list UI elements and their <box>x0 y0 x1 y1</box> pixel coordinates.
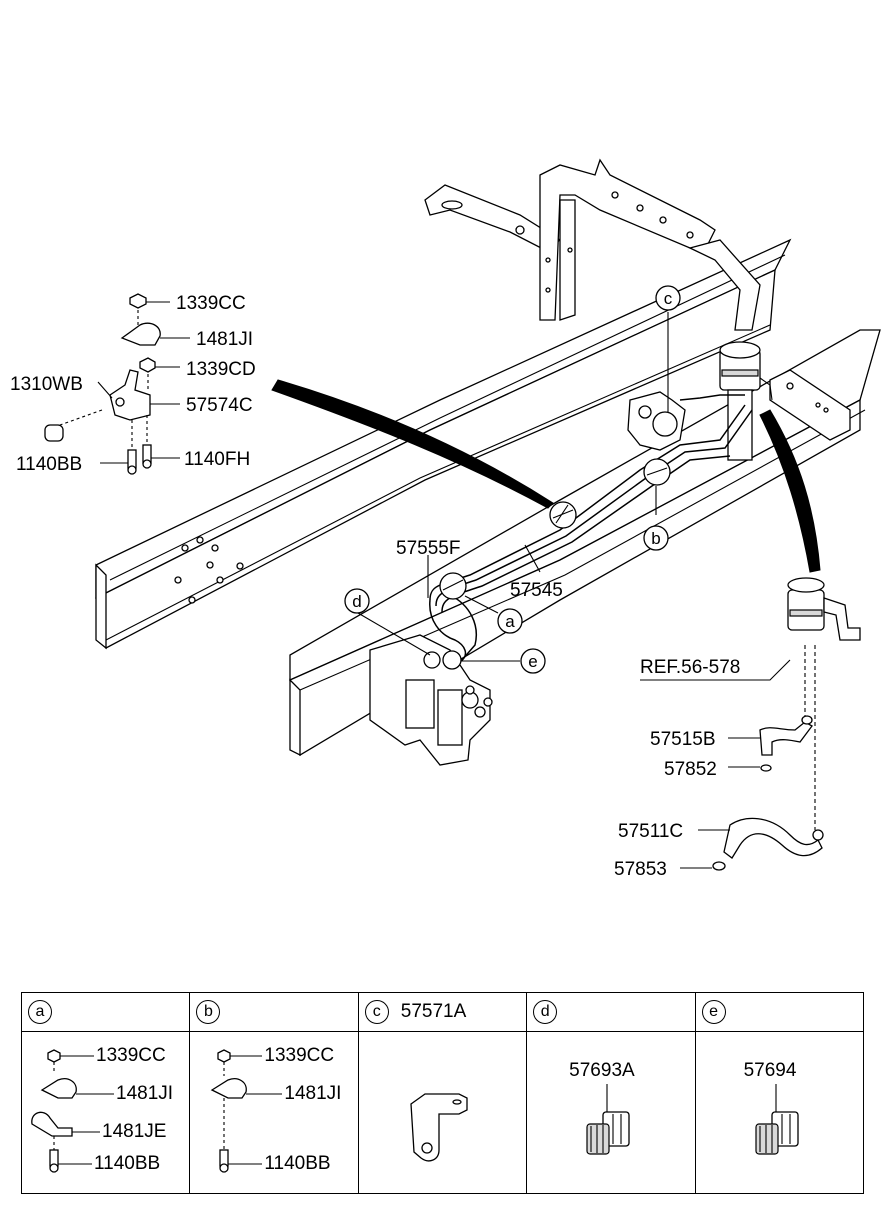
label-57545: 57545 <box>510 580 563 601</box>
callout-e: e <box>520 648 546 674</box>
legend-cell-a: 1339CC 1481JI 1481JE 1140BB <box>20 1031 191 1194</box>
legend-header-b: b <box>189 992 359 1032</box>
legend-header-d: d <box>526 992 696 1032</box>
cross-member <box>424 158 761 331</box>
leader-lines <box>97 301 791 869</box>
label-57574C: 57574C <box>186 395 253 416</box>
legend-b-part-2: 1481JI <box>284 1083 342 1104</box>
label-57555F: 57555F <box>396 538 460 559</box>
callout-d: d <box>344 588 370 614</box>
legend-cell-c <box>357 1031 528 1194</box>
bracket-assembly <box>44 293 161 475</box>
svg-text:d: d <box>352 592 361 611</box>
frame-rail-upper <box>95 238 792 650</box>
frame-bracket-right <box>769 369 851 441</box>
legend-b-part-3: 1140BB <box>264 1153 331 1174</box>
callout-b: b <box>643 525 669 551</box>
legend-a-part-4: 1140BB <box>94 1153 161 1174</box>
frame-holes <box>174 536 244 604</box>
label-1339CC: 1339CC <box>176 293 246 314</box>
reservoir-detail <box>787 577 861 830</box>
legend-letter-d: d <box>533 1000 558 1024</box>
legend-header-c: c 57571A <box>357 992 528 1032</box>
callout-c: c <box>655 285 681 311</box>
detail-pointer-right <box>759 409 821 573</box>
hose-57511C <box>712 817 824 871</box>
label-57853: 57853 <box>614 859 667 880</box>
svg-text:b: b <box>651 529 660 548</box>
parts-diagram: a b c d e 1339CC 1481JI 1339CD 1310WB 57… <box>10 158 881 880</box>
label-ref-56-578: REF.56-578 <box>640 657 740 678</box>
legend-header-e: e <box>694 992 865 1032</box>
bracket-57571A-icon <box>410 1093 468 1162</box>
label-57852: 57852 <box>664 759 717 780</box>
fitting-57693A-icon <box>586 1084 630 1155</box>
legend-e-part: 57694 <box>743 1060 797 1081</box>
legend-a-part-2: 1481JI <box>116 1083 174 1104</box>
svg-text:a: a <box>505 612 515 631</box>
label-1140FH: 1140FH <box>184 449 250 470</box>
label-1481JI: 1481JI <box>196 329 253 350</box>
legend-cell-d: 57693A <box>526 1031 696 1194</box>
label-57511C: 57511C <box>618 821 683 842</box>
legend-letter-b: b <box>196 1000 221 1024</box>
legend-letter-a: a <box>28 1000 52 1024</box>
legend-part-57571A: 57571A <box>400 1001 467 1022</box>
legend-letter-c: c <box>364 1000 389 1024</box>
legend-d-part: 57693A <box>569 1060 635 1081</box>
legend-a-part-3: 1481JE <box>102 1121 167 1142</box>
label-57515B: 57515B <box>650 729 716 750</box>
label-1339CD: 1339CD <box>186 359 256 380</box>
legend-b-part-1: 1339CC <box>264 1045 335 1066</box>
legend-cell-b: 1339CC 1481JI 1140BB <box>189 1031 359 1194</box>
legend-cell-e: 57694 <box>694 1031 865 1194</box>
parts-legend-table: a b c 57571A d e 1339CC 1481JI 1481JE <box>20 992 865 1194</box>
hose-57515B <box>759 715 813 772</box>
legend-letter-e: e <box>701 1000 726 1024</box>
callout-a: a <box>497 608 523 634</box>
label-1140BB: 1140BB <box>16 454 82 475</box>
line-clamps <box>439 411 678 670</box>
svg-text:c: c <box>664 289 673 308</box>
svg-text:e: e <box>528 652 537 671</box>
steering-gear-box <box>369 634 493 766</box>
label-1310WB: 1310WB <box>10 374 83 395</box>
reservoir-on-frame <box>719 341 773 461</box>
legend-header-a: a <box>20 992 191 1032</box>
detail-pointer-left <box>271 379 554 509</box>
fitting-57694-icon <box>754 1084 799 1155</box>
legend-a-part-1: 1339CC <box>96 1045 166 1066</box>
